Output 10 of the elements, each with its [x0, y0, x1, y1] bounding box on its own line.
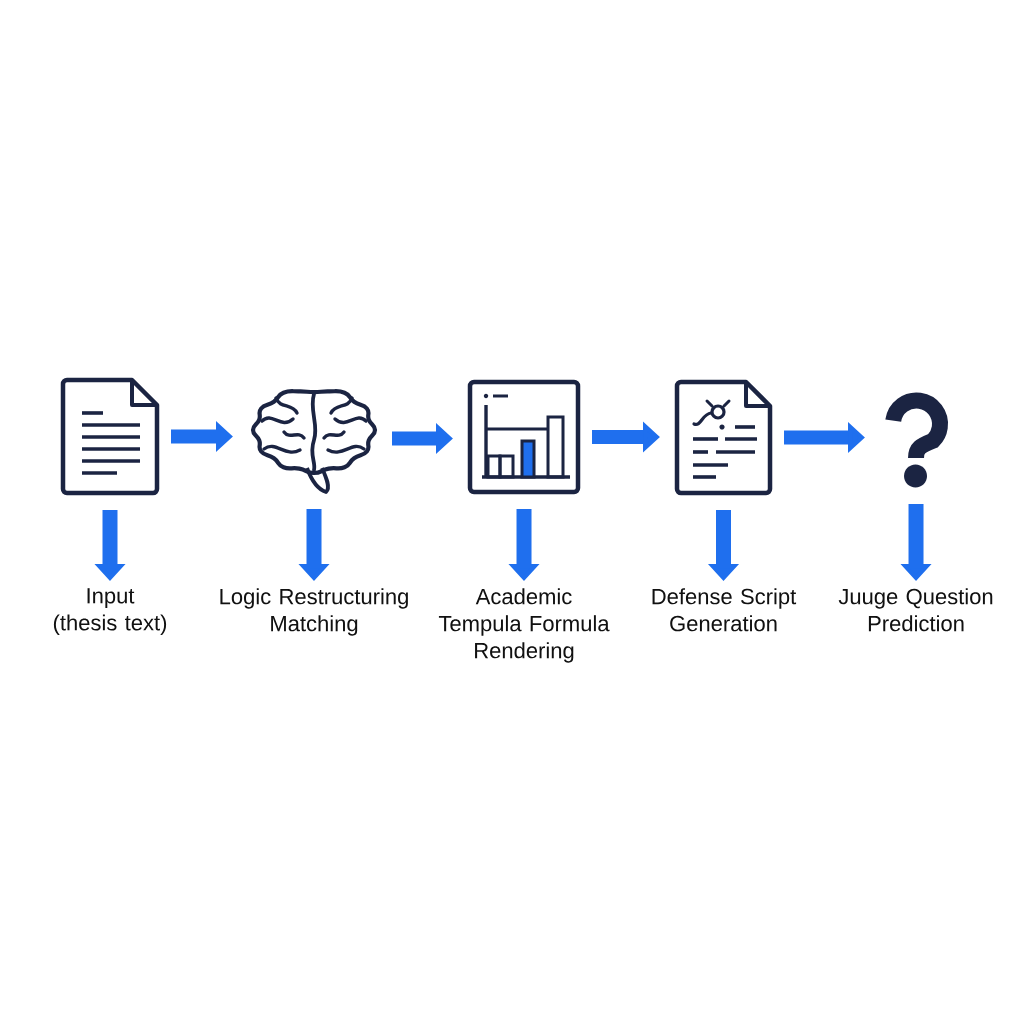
step-label: Input (thesis text): [53, 588, 167, 635]
document-icon: [60, 377, 160, 496]
step-label: Juuge Question Prediction: [838, 588, 993, 632]
question-mark-icon: [885, 392, 948, 488]
step-label: Logic Restructuring Matching: [220, 588, 408, 636]
document-icon: [674, 379, 773, 496]
brain-icon: [250, 389, 378, 494]
bar-chart-icon: [467, 379, 581, 495]
step-label: Academic Tempula Formula Rendering: [438, 588, 610, 663]
step-label: Defense Script Generation: [652, 588, 797, 632]
